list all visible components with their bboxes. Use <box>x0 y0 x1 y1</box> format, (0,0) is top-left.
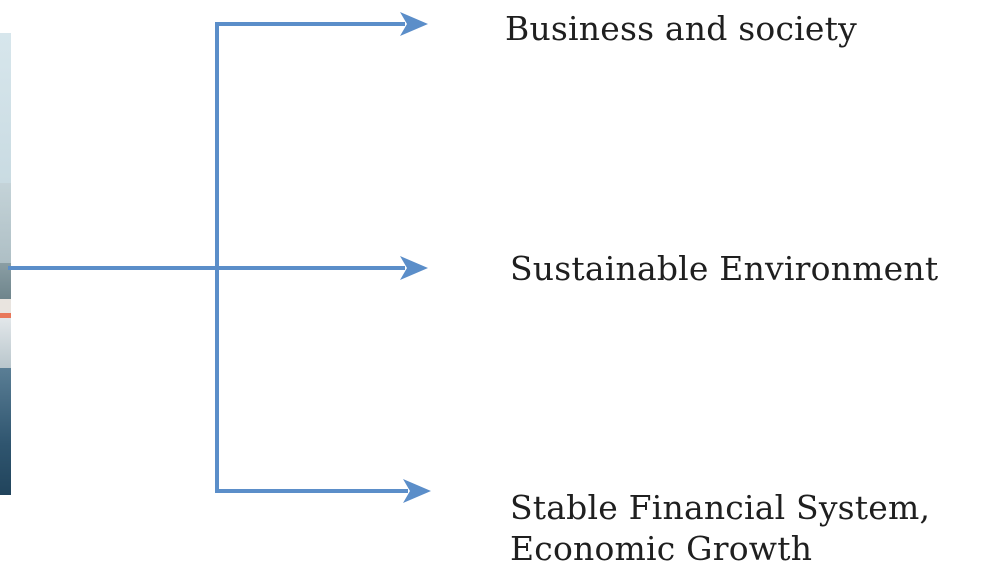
branch-label-financial-line-2: Economic Growth <box>510 529 813 568</box>
branch-label-financial: Stable Financial System, Economic Growth <box>510 487 930 569</box>
branch-arrow-financial <box>215 479 431 503</box>
branch-label-financial-line-1: Stable Financial System, <box>510 488 931 527</box>
cropped-photo <box>0 33 11 495</box>
branch-label-business: Business and society <box>505 9 857 48</box>
branch-label-environment: Sustainable Environment <box>510 249 939 288</box>
branch-arrow-environment <box>217 256 428 280</box>
branch-arrow-business <box>215 12 428 36</box>
